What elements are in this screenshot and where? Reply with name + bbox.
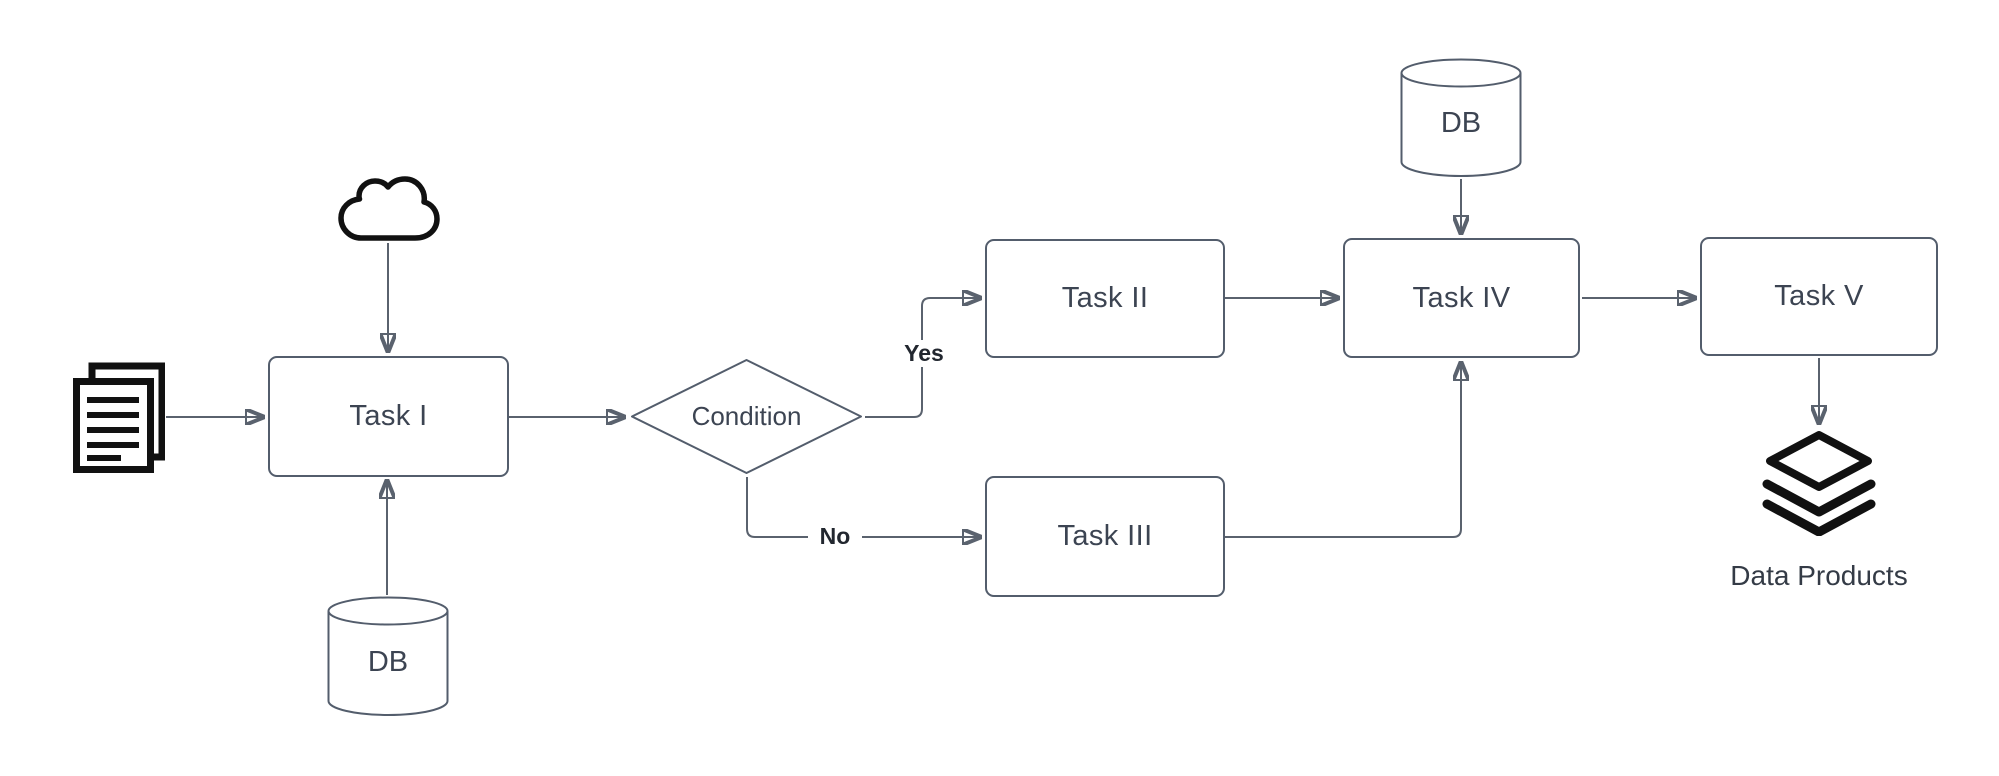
node-task5: Task V <box>1700 237 1938 356</box>
layers-icon <box>1761 430 1877 537</box>
node-task3: Task III <box>985 476 1225 597</box>
edge-condition-to-task3-no <box>746 477 980 537</box>
node-task4: Task IV <box>1343 238 1580 358</box>
node-task1: Task I <box>268 356 509 477</box>
node-task5-label: Task V <box>1774 280 1864 312</box>
cloud-icon <box>337 171 441 243</box>
branch-label-no: No <box>808 523 862 550</box>
branch-label-yes: Yes <box>894 340 954 367</box>
node-task1-label: Task I <box>349 400 428 432</box>
documents-icon <box>73 362 166 473</box>
node-task4-label: Task IV <box>1412 281 1511 314</box>
db-source-cylinder: DB <box>327 596 449 717</box>
db-top-cylinder: DB <box>1400 58 1522 178</box>
edge-task3-to-task4 <box>1225 363 1461 538</box>
node-task2-label: Task II <box>1061 282 1149 314</box>
data-products-label: Data Products <box>1730 560 1908 591</box>
node-condition: Condition <box>630 358 863 475</box>
node-task3-label: Task III <box>1057 520 1153 552</box>
node-task2: Task II <box>985 239 1225 358</box>
front-page <box>73 378 154 473</box>
text-lines <box>87 397 139 461</box>
